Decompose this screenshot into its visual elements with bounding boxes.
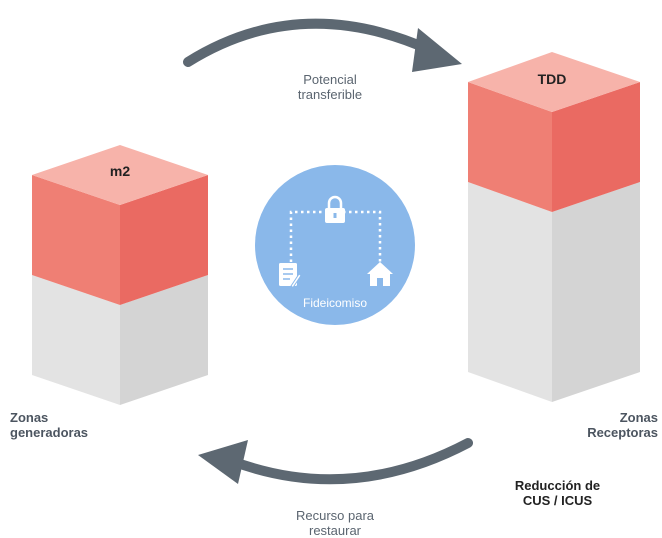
receptoras-zone-label: Zonas Receptoras	[540, 410, 658, 440]
reduccion-note: Reducción de CUS / ICUS	[500, 478, 615, 508]
house-icon	[367, 262, 393, 286]
receptoras-red-front	[468, 82, 552, 212]
generadoras-zone-label-line1: Zonas	[10, 410, 49, 425]
generadoras-grey-front	[32, 275, 120, 405]
receptoras-zone-label-line1: Zonas	[619, 410, 658, 425]
generadoras-grey-side	[120, 275, 208, 405]
top-arrow-label-line2: transferible	[297, 87, 363, 102]
receptoras-zone-label-line2: Receptoras	[587, 425, 658, 440]
generadoras-top-label: m2	[109, 163, 131, 179]
reduccion-note-line2: CUS / ICUS	[522, 493, 593, 508]
bottom-arrow-label: Recurso para restaurar	[280, 508, 390, 538]
receptoras-grey-side	[552, 182, 640, 402]
top-arrow-label: Potencial transferible	[270, 72, 390, 102]
generadoras-red-top	[32, 145, 208, 205]
bottom-arrow-label-line1: Recurso para	[295, 508, 375, 523]
receptoras-block	[468, 52, 640, 402]
bottom-arrow-label-line2: restaurar	[308, 523, 362, 538]
receptoras-grey-front	[468, 182, 552, 402]
receptoras-red-side	[552, 82, 640, 212]
generadoras-red-side	[120, 175, 208, 305]
generadoras-zone-label-line2: generadoras	[10, 425, 89, 440]
reduccion-note-line1: Reducción de	[514, 478, 601, 493]
top-arrow-label-line1: Potencial	[303, 72, 357, 87]
document-icon	[279, 263, 302, 289]
lock-icon	[325, 195, 345, 223]
generadoras-red-front	[32, 175, 120, 305]
generadoras-zone-label: Zonas generadoras	[10, 410, 130, 440]
receptoras-red-top	[468, 52, 640, 112]
generadoras-block	[32, 145, 208, 405]
top-arrow	[183, 18, 462, 72]
receptoras-top-label: TDD	[537, 71, 567, 87]
fideicomiso-circle	[255, 165, 415, 325]
bottom-arrow	[198, 438, 473, 485]
fideicomiso-label: Fideicomiso	[302, 296, 368, 310]
